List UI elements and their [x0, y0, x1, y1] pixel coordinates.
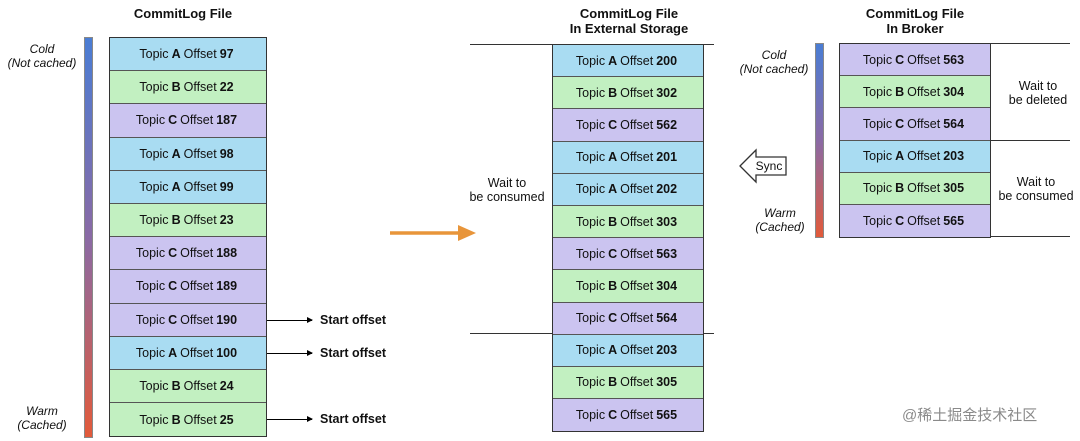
sync-label: Sync — [756, 159, 783, 173]
left-cold-label: Cold(Not cached) — [7, 42, 77, 70]
right-top-divider — [990, 43, 1070, 44]
start-offset-label-2: Start offset — [320, 346, 386, 360]
right-bottom-divider — [990, 236, 1070, 237]
right-warm-label: Warm(Cached) — [755, 206, 805, 234]
left-temperature-bar — [84, 37, 93, 438]
right-temperature-bar — [815, 43, 824, 238]
watermark: @稀土掘金技术社区 — [902, 407, 1038, 424]
start-offset-label-3: Start offset — [320, 412, 386, 426]
start-offset-arrow-2 — [267, 350, 313, 356]
right-cold-label: Cold(Not cached) — [739, 48, 809, 76]
sync-arrow-icon: Sync — [739, 148, 787, 184]
start-offset-label-1: Start offset — [320, 313, 386, 327]
start-offset-arrow-3 — [267, 416, 313, 422]
right-mid-divider — [990, 140, 1070, 141]
left-warm-label: Warm(Cached) — [17, 404, 67, 432]
start-offset-arrow-1 — [267, 317, 313, 323]
transition-arrow-icon — [390, 225, 476, 241]
left-title: CommitLog File — [133, 6, 233, 21]
